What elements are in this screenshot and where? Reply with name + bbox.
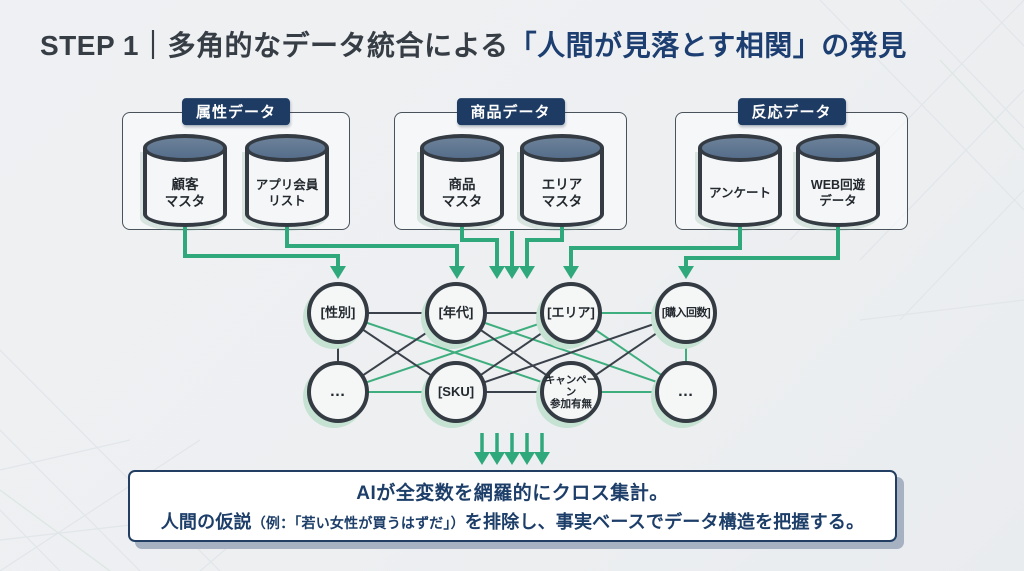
- summary-line2-paren: （例：「若い女性が買うはずだ」）: [251, 515, 465, 531]
- cylinder-top: [520, 134, 604, 162]
- summary-line2-pre: 人間の仮説: [160, 512, 252, 532]
- summary-line2: 人間の仮説（例：「若い女性が買うはずだ」）を排除し、事実ベースでデータ構造を把握…: [161, 508, 865, 534]
- cylinder-label: アンケート: [708, 185, 771, 200]
- node-age: [年代]: [425, 282, 487, 344]
- cylinder-label: 商品 マスタ: [441, 176, 483, 209]
- group-reaction-label: 反応データ: [737, 98, 846, 126]
- cylinder-top: [698, 134, 782, 162]
- cylinder-label: WEB回遊 データ: [810, 177, 866, 208]
- node-ellipsis-left: …: [307, 361, 369, 423]
- cylinder-top: [420, 134, 504, 162]
- page-title-lead: STEP 1｜多角的なデータ統合による: [40, 30, 509, 61]
- cylinder-body: [143, 148, 227, 227]
- cylinder-web-browsing-data: WEB回遊 データ: [796, 134, 880, 227]
- node-gender: [性別]: [307, 282, 369, 344]
- cylinder-top: [245, 134, 329, 162]
- summary-line2-post: を排除し、事実ベースでデータ構造を把握する。: [464, 512, 865, 532]
- node-purchase-count: [購入回数]: [655, 282, 717, 344]
- page-title: STEP 1｜多角的なデータ統合による「人間が見落とす相関」の発見: [40, 24, 907, 64]
- group-product-label: 商品データ: [456, 98, 565, 126]
- summary-box: AIが全変数を網羅的にクロス集計。 人間の仮説（例：「若い女性が買うはずだ」）を…: [128, 470, 897, 542]
- page-title-accent: 「人間が見落とす相関」の発見: [508, 30, 907, 61]
- cylinder-area-master: エリア マスタ: [520, 134, 604, 227]
- cylinder-product-master: 商品 マスタ: [420, 134, 504, 227]
- node-ellipsis-right: …: [655, 361, 717, 423]
- node-sku: [SKU]: [425, 361, 487, 423]
- summary-line1: AIが全変数を網羅的にクロス集計。: [356, 483, 669, 504]
- node-campaign-participation: キャンペーン 参加有無: [540, 361, 602, 423]
- cylinder-top: [143, 134, 227, 162]
- cylinder-label: エリア マスタ: [541, 176, 583, 209]
- cylinder-app-member-list: アプリ会員 リスト: [245, 134, 329, 227]
- group-attribute-label: 属性データ: [181, 98, 291, 126]
- cylinder-customer-master: 顧客 マスタ: [143, 134, 227, 227]
- cylinder-survey: アンケート: [698, 134, 782, 227]
- cylinder-label: 顧客 マスタ: [164, 176, 206, 209]
- node-area: [エリア]: [540, 282, 602, 344]
- cylinder-top: [796, 134, 880, 162]
- cylinder-label: アプリ会員 リスト: [255, 177, 319, 208]
